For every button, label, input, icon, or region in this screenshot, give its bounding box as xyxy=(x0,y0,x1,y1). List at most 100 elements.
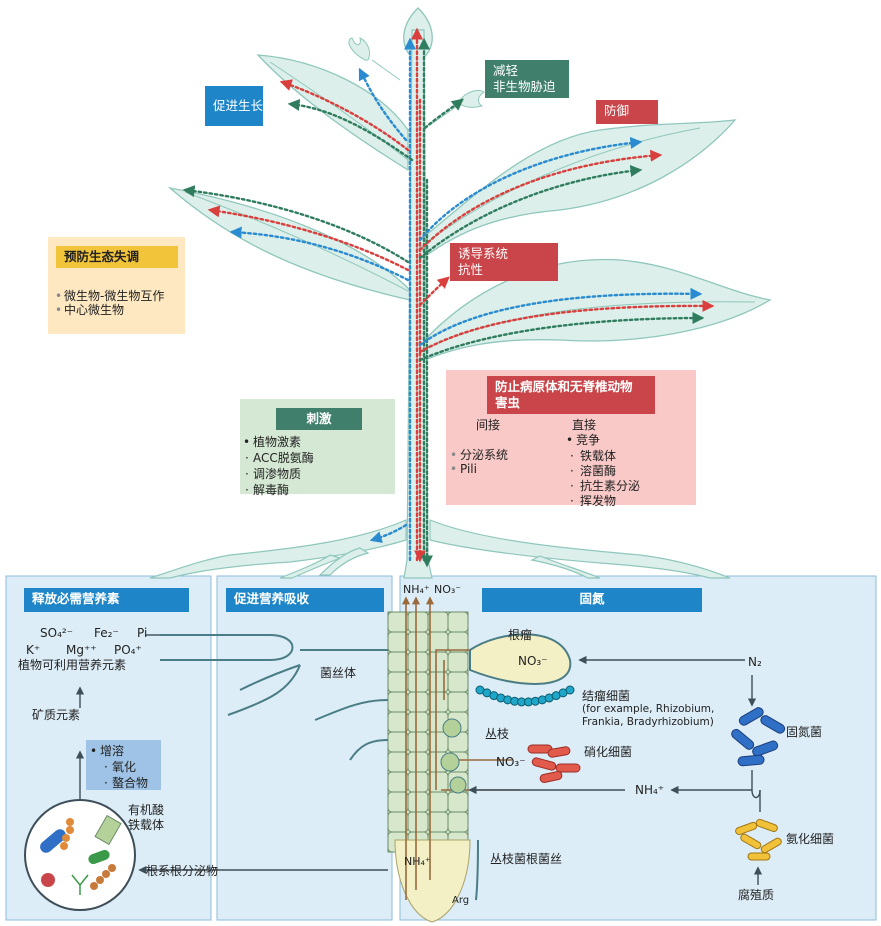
direct-item-3: 抗生素分泌 xyxy=(580,479,641,493)
root-cell xyxy=(387,631,409,653)
mineral-label: 矿质元素 xyxy=(32,708,81,722)
direct-label: 直接 xyxy=(572,418,597,432)
root-cell xyxy=(407,631,429,653)
amf-label: 丛枝菌根菌丝 xyxy=(490,852,563,866)
bullet-icon: • xyxy=(90,744,98,758)
root-cell xyxy=(387,651,409,673)
process-arrows xyxy=(75,634,763,885)
root-cell xyxy=(427,771,449,793)
ion-mg: Mg⁺⁺ xyxy=(66,643,97,657)
bullet-icon: • xyxy=(450,462,458,476)
upper-roots xyxy=(149,519,731,579)
leaves xyxy=(167,7,772,363)
isr-badge: 诱导系统 抗性 xyxy=(450,243,558,281)
bullet-icon: · xyxy=(570,464,574,478)
root-cell xyxy=(407,791,429,813)
root-tip xyxy=(394,839,471,923)
root-cell xyxy=(387,791,409,813)
root-cell xyxy=(387,811,409,833)
humus-label: 腐殖质 xyxy=(738,888,775,902)
root-cell xyxy=(407,751,429,773)
defense-badge: 防御 xyxy=(596,100,658,124)
bullet-icon: · xyxy=(570,479,574,493)
solub-item-1: 氧化 xyxy=(112,760,137,774)
dysbiosis-item-0: 微生物-微生物互作 xyxy=(64,289,165,303)
root-cell xyxy=(427,671,449,693)
root-cell xyxy=(387,671,409,693)
root-exudate-label: 根系根分泌物 xyxy=(146,864,219,878)
leaf-upper-left xyxy=(256,54,409,172)
n-fixer-label: 固氮菌 xyxy=(786,725,823,739)
arg-label: Arg xyxy=(452,895,470,906)
indirect-item-0: 分泌系统 xyxy=(460,448,509,462)
top-no3: NO₃⁻ xyxy=(434,583,462,596)
rhizobia-cell xyxy=(565,685,575,695)
solub-item-2: 螯合物 xyxy=(112,776,149,790)
bullet-icon: · xyxy=(570,494,574,508)
rhizobia-label: 结瘤细菌 xyxy=(582,689,631,703)
arbuscule-label: 丛枝 xyxy=(485,727,510,741)
root-cell xyxy=(447,791,469,813)
root-cell xyxy=(387,691,409,713)
nh4-mid-label: NH₄⁺ xyxy=(635,783,665,797)
bullet-icon: • xyxy=(243,435,251,449)
no3-left-label: NO₃⁻ xyxy=(496,755,526,769)
root-cell xyxy=(427,691,449,713)
signal-arrows xyxy=(182,27,715,568)
bullet-icon: • xyxy=(55,289,63,303)
nitrifier-label: 硝化细菌 xyxy=(584,745,633,759)
nodule xyxy=(469,633,575,707)
root-cell xyxy=(407,811,429,833)
root-cell xyxy=(407,651,429,673)
ion-so4: SO₄²⁻ xyxy=(40,626,74,640)
flower-left xyxy=(348,37,401,81)
bullet-icon: • xyxy=(450,448,458,462)
bullet-icon: · xyxy=(245,467,249,481)
bullet-icon: · xyxy=(570,449,574,463)
root-cell xyxy=(387,711,409,733)
leaf-mid-left xyxy=(167,186,411,301)
indirect-label: 间接 xyxy=(476,418,501,432)
nutrient-flow xyxy=(402,596,520,900)
direct-item-1: 铁载体 xyxy=(580,449,617,463)
amf-hypha xyxy=(475,839,479,901)
root-cell xyxy=(427,811,449,833)
root-cell xyxy=(387,611,409,633)
root-cell xyxy=(407,691,429,713)
release-title: 释放必需营养素 xyxy=(24,588,189,612)
soil-panel-middle xyxy=(216,575,393,921)
root-cell xyxy=(447,631,469,653)
microbe-circle xyxy=(24,799,136,911)
root-cell xyxy=(427,611,449,633)
nitrogen-fixing-bacteria xyxy=(731,707,786,767)
soil-panel-right xyxy=(399,575,877,921)
abiotic-stress-badge: 减轻 非生物胁迫 xyxy=(485,60,569,98)
direct-item-2: 溶菌酶 xyxy=(580,464,617,478)
organic-acid-label: 有机酸 铁载体 xyxy=(128,803,165,832)
solub-panel xyxy=(86,740,161,790)
plant-available-label: 植物可利用营养元素 xyxy=(18,658,127,672)
root-cell xyxy=(407,671,429,693)
flower-right xyxy=(429,89,485,126)
root-cell xyxy=(407,711,429,733)
nh4-root-label: NH₄⁺ xyxy=(404,855,431,868)
bullet-icon: · xyxy=(104,760,108,774)
pathogen-title: 防止病原体和无脊椎动物 害虫 xyxy=(487,376,655,414)
root-cell xyxy=(387,771,409,793)
rhizobia-examples: (for example, Rhizobium, Frankia, Bradyr… xyxy=(582,703,715,728)
hyphae xyxy=(160,634,389,761)
stim-item-3: 解毒酶 xyxy=(253,483,290,497)
bullet-icon: · xyxy=(245,451,249,465)
ion-k: K⁺ xyxy=(26,643,41,657)
indirect-item-1: Pili xyxy=(460,462,477,476)
stim-item-2: 调渗物质 xyxy=(253,467,302,481)
arbuscules xyxy=(440,718,467,794)
stim-title: 刺激 xyxy=(276,408,362,430)
ammonifying-bacteria xyxy=(735,818,782,861)
bullet-icon: • xyxy=(566,433,574,447)
root-cell xyxy=(447,811,469,833)
nodule-no3: NO₃⁻ xyxy=(518,654,548,668)
ion-pi: Pi xyxy=(137,626,148,640)
root-cell xyxy=(447,671,469,693)
